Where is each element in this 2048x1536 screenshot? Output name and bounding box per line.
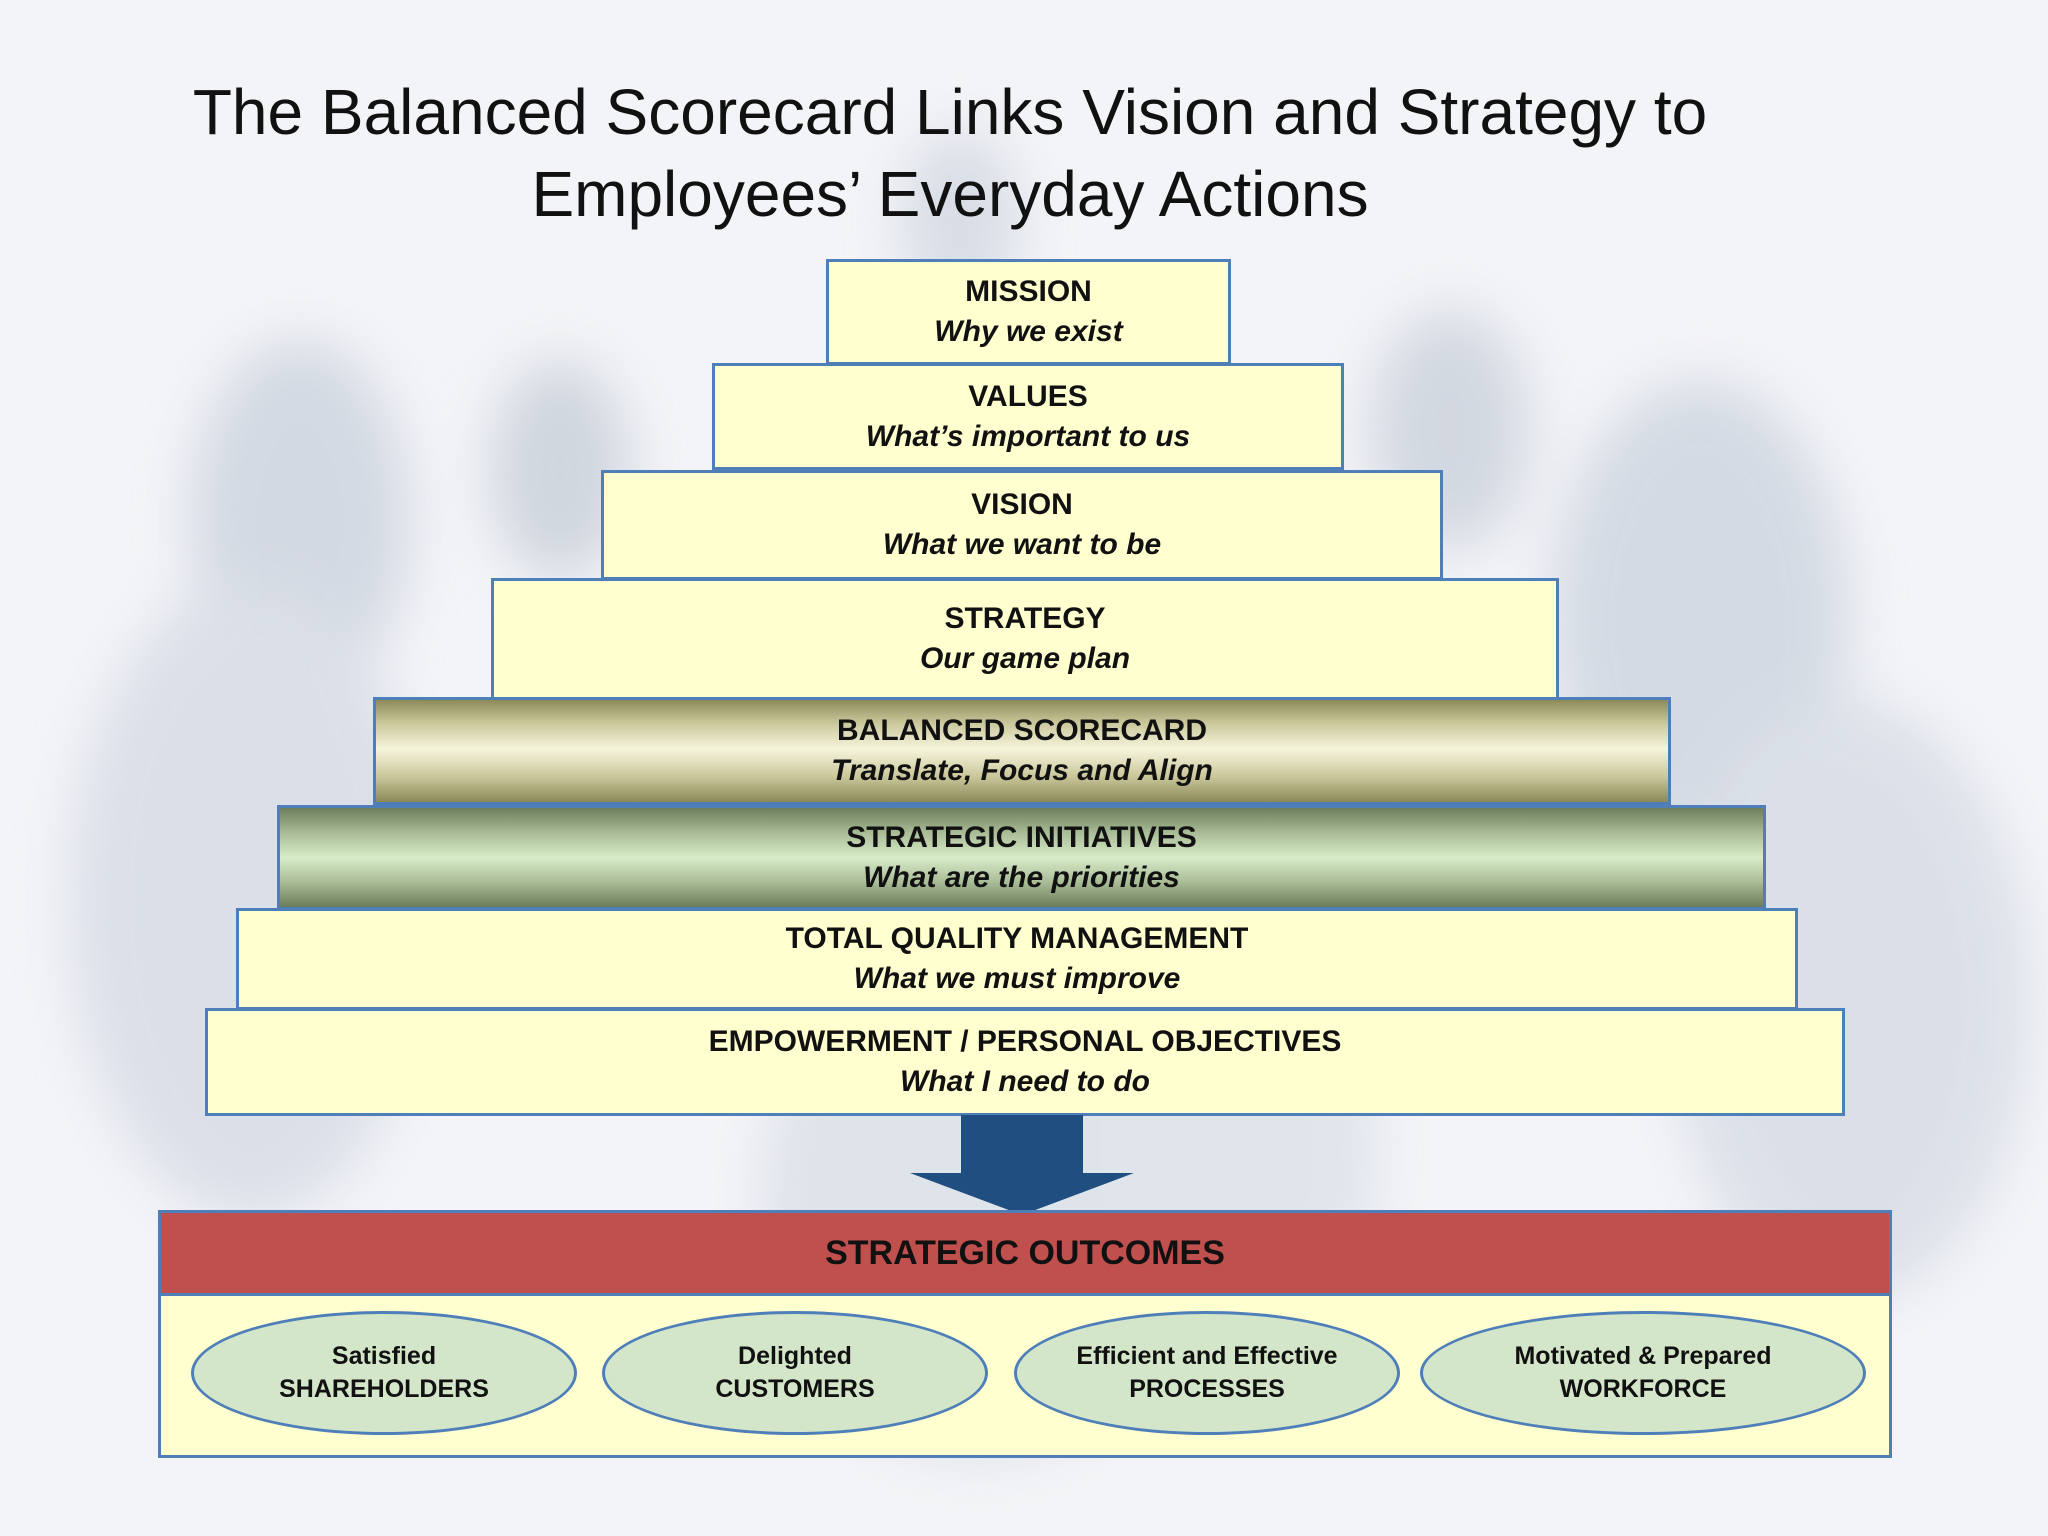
tier-subtitle: What we want to be [882,528,1162,561]
tier-mission: MISSION Why we exist [826,259,1231,365]
outcome-customers: Delighted CUSTOMERS [602,1311,988,1435]
strategic-outcomes-header: STRATEGIC OUTCOMES [161,1213,1889,1296]
outcome-line-1: Motivated & Prepared [1514,1342,1772,1370]
tier-heading: STRATEGIC INITIATIVES [846,820,1197,854]
tier-subtitle: What I need to do [900,1065,1150,1098]
outcome-line-1: Satisfied [331,1342,437,1370]
tier-strategic-initiatives: STRATEGIC INITIATIVES What are the prior… [277,805,1766,910]
slide-title-line-1: The Balanced Scorecard Links Vision and … [192,76,1708,148]
tier-subtitle: What’s important to us [865,419,1191,453]
tier-subtitle: Translate, Focus and Align [831,754,1213,787]
tier-heading: VALUES [968,379,1088,413]
down-arrow-icon [910,1115,1134,1215]
tier-heading: BALANCED SCORECARD [836,714,1207,747]
tier-balanced-scorecard: BALANCED SCORECARD Translate, Focus and … [373,697,1671,805]
outcome-line-2: WORKFORCE [1559,1375,1727,1403]
tier-strategy: STRATEGY Our game plan [491,578,1559,700]
tier-heading: EMPOWERMENT / PERSONAL OBJECTIVES [708,1025,1342,1058]
outcome-line-2: SHAREHOLDERS [279,1375,489,1403]
tier-subtitle: What are the priorities [863,860,1180,894]
outcome-line-2: CUSTOMERS [715,1375,875,1403]
outcome-workforce: Motivated & Prepared WORKFORCE [1420,1311,1866,1435]
tier-total-quality-management: TOTAL QUALITY MANAGEMENT What we must im… [236,908,1798,1010]
tier-subtitle: Our game plan [919,642,1131,675]
tier-heading: TOTAL QUALITY MANAGEMENT [785,922,1249,955]
tier-subtitle: What we must improve [853,962,1181,995]
tier-subtitle: Why we exist [934,315,1123,348]
slide-title-line-2: Employees’ Everyday Actions [531,158,1369,230]
tier-heading: STRATEGY [944,602,1106,635]
outcome-line-1: Delighted [738,1342,852,1370]
outcome-line-1: Efficient and Effective [1076,1342,1338,1370]
tier-values: VALUES What’s important to us [712,363,1344,470]
outcome-line-2: PROCESSES [1129,1375,1285,1403]
outcome-shareholders: Satisfied SHAREHOLDERS [191,1311,577,1435]
tier-heading: VISION [971,488,1073,521]
tier-heading: MISSION [965,275,1092,308]
strategic-outcomes-panel: STRATEGIC OUTCOMES Satisfied SHAREHOLDER… [158,1210,1892,1458]
outcome-processes: Efficient and Effective PROCESSES [1014,1311,1400,1435]
tier-empowerment: EMPOWERMENT / PERSONAL OBJECTIVES What I… [205,1008,1845,1116]
tier-vision: VISION What we want to be [601,470,1443,580]
